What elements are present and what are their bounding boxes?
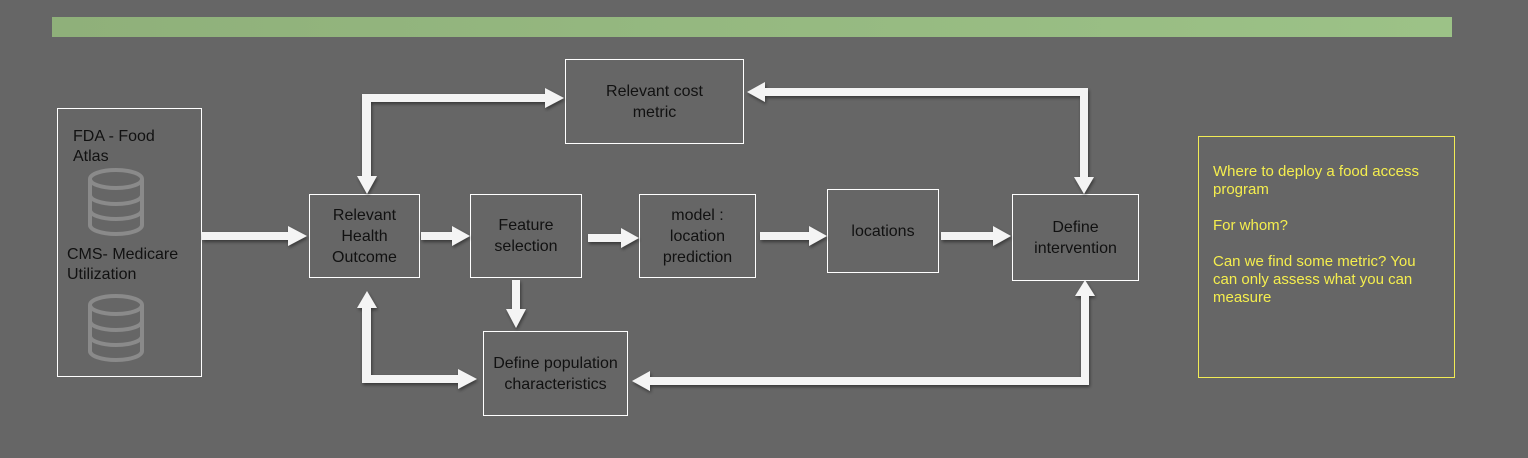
node-label: model : location prediction — [662, 206, 733, 266]
node-label: Relevant Health Outcome — [332, 206, 397, 266]
node-feature-selection: Feature selection — [470, 194, 582, 278]
arrow-feature-to-population — [506, 280, 526, 328]
node-label: Relevant cost metric — [606, 82, 703, 121]
note-line-for-whom: For whom? — [1213, 217, 1289, 234]
node-label: Define population characteristics — [493, 354, 618, 393]
arrow-health-population — [357, 291, 477, 389]
arrow-feature-to-model — [588, 228, 639, 248]
fda-food-atlas-label: FDA - Food Atlas — [73, 128, 155, 165]
node-define-population-characteristics: Define population characteristics — [483, 331, 628, 416]
database-icon — [88, 168, 144, 236]
arrow-population-intervention — [632, 280, 1095, 391]
arrow-locations-to-intervention — [941, 226, 1011, 246]
header-accent-bar — [52, 17, 1452, 37]
arrow-sources-to-health — [202, 226, 307, 246]
database-icon — [88, 294, 144, 362]
node-relevant-health-outcome: Relevant Health Outcome — [309, 194, 420, 278]
cms-medicare-label: CMS- Medicare Utilization — [67, 246, 179, 283]
note-line-deploy: Where to deploy a food access program — [1213, 163, 1419, 198]
arrow-cost-intervention — [747, 82, 1094, 194]
note-line-metric: Can we find some metric? You can only as… — [1213, 253, 1416, 306]
node-locations: locations — [827, 189, 939, 273]
node-label: Define intervention — [1034, 218, 1117, 257]
arrow-health-to-feature — [421, 226, 470, 246]
node-define-intervention: Define intervention — [1012, 194, 1139, 281]
arrow-health-cost — [357, 88, 564, 194]
node-label: locations — [851, 222, 915, 240]
notes-box: Where to deploy a food access program Fo… — [1198, 136, 1455, 378]
node-label: Feature selection — [494, 217, 558, 255]
data-sources-box: FDA - Food Atlas CMS- Medicare Utilizati… — [57, 108, 202, 377]
node-model-location-prediction: model : location prediction — [639, 194, 756, 278]
node-relevant-cost-metric: Relevant cost metric — [565, 59, 744, 144]
arrow-model-to-locations — [760, 226, 827, 246]
